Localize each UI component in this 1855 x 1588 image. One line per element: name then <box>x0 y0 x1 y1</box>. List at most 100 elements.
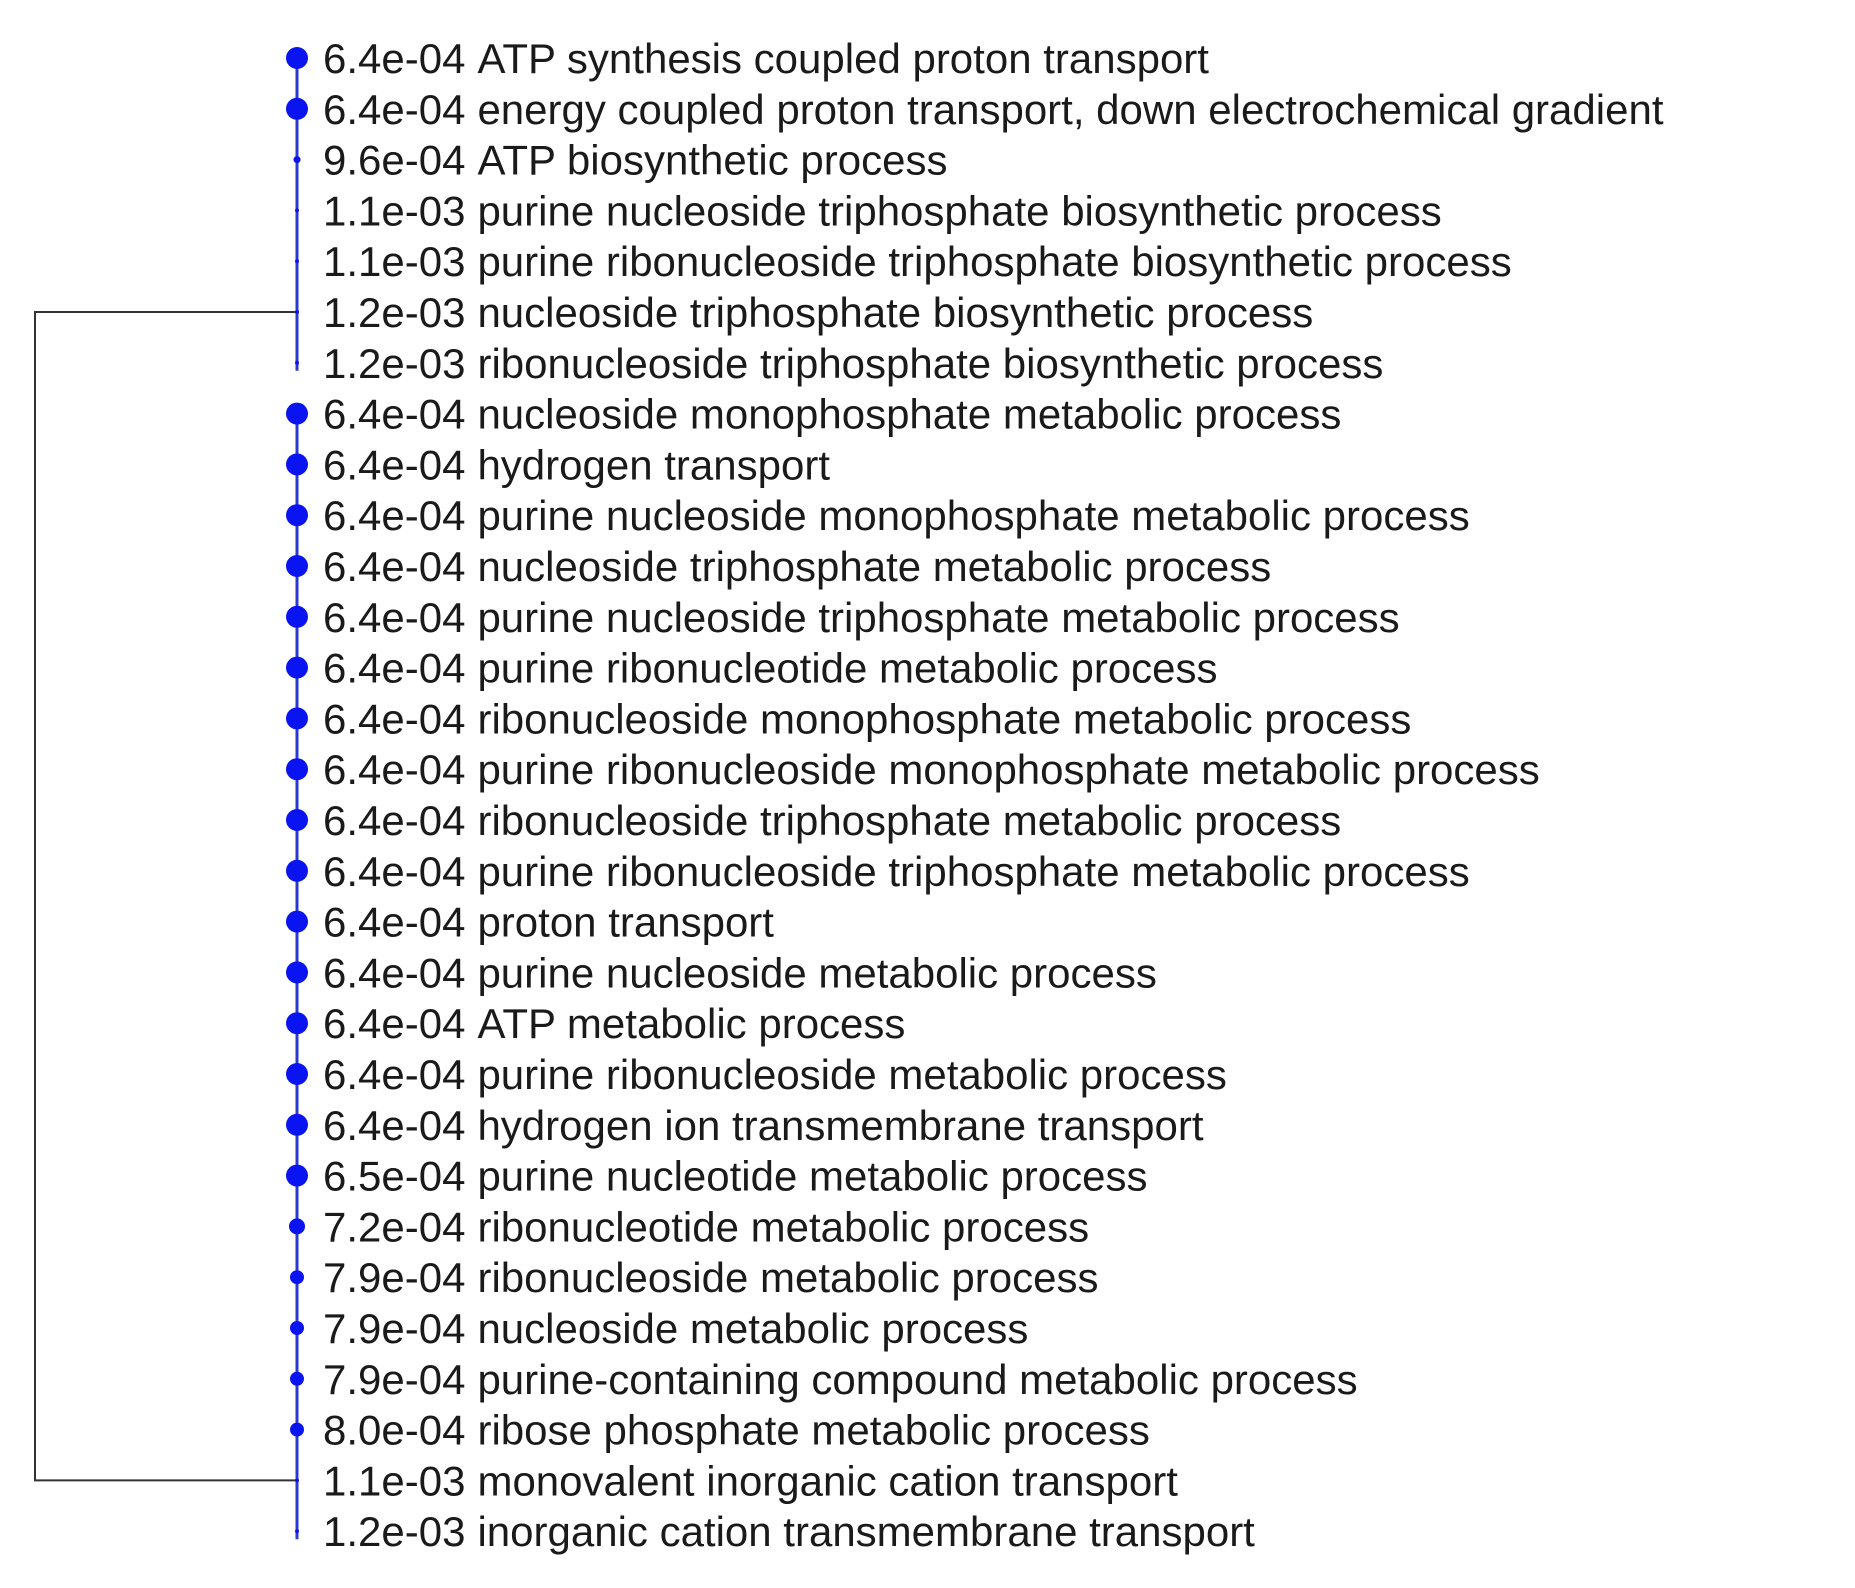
term-node <box>286 47 308 69</box>
term-node <box>286 1113 308 1136</box>
term-name: ATP biosynthetic process <box>477 137 947 184</box>
term-label: 6.4e-04 purine nucleoside triphosphate me… <box>323 594 1400 641</box>
term-name: ribonucleoside metabolic process <box>477 1254 1098 1301</box>
term-pvalue: 6.4e-04 <box>323 35 465 82</box>
term-pvalue: 6.4e-04 <box>323 441 465 488</box>
term-pvalue: 7.2e-04 <box>323 1203 465 1250</box>
term-name: nucleoside triphosphate biosynthetic pro… <box>477 289 1313 336</box>
term-node <box>286 605 308 628</box>
term-node <box>295 310 299 314</box>
term-label: 6.4e-04 purine nucleoside metabolic proce… <box>323 949 1157 996</box>
term-name: nucleoside monophosphate metabolic proce… <box>477 391 1341 438</box>
term-name: purine nucleoside triphosphate biosynthe… <box>477 187 1441 234</box>
term-label: 7.9e-04 purine-containing compound metabo… <box>323 1356 1358 1403</box>
term-pvalue: 6.5e-04 <box>323 1153 465 1200</box>
term-node <box>286 758 308 781</box>
term-pvalue: 6.4e-04 <box>323 949 465 996</box>
term-name: purine ribonucleotide metabolic process <box>477 645 1217 692</box>
term-pvalue: 6.4e-04 <box>323 899 465 946</box>
term-name: nucleoside metabolic process <box>477 1305 1028 1352</box>
dendrogram-branches <box>34 311 297 1482</box>
term-node <box>286 555 308 577</box>
term-label: 6.5e-04 purine nucleotide metabolic proce… <box>323 1153 1148 1200</box>
term-node <box>286 453 308 476</box>
term-pvalue: 1.1e-03 <box>323 238 465 285</box>
term-name: energy coupled proton transport, down el… <box>477 86 1663 133</box>
term-name: ribonucleoside triphosphate metabolic pr… <box>477 797 1341 844</box>
term-name: hydrogen ion transmembrane transport <box>477 1102 1203 1149</box>
term-name: purine ribonucleoside triphosphate biosy… <box>477 238 1511 285</box>
term-node <box>290 1371 304 1386</box>
term-node <box>286 1164 308 1187</box>
term-node <box>286 961 308 984</box>
term-node <box>286 97 308 120</box>
term-pvalue: 1.2e-03 <box>323 289 465 336</box>
dendrogram-join-branch <box>34 311 297 1482</box>
term-pvalue: 1.2e-03 <box>323 1508 465 1555</box>
term-name: purine-containing compound metabolic pro… <box>477 1356 1357 1403</box>
term-node <box>289 1218 305 1235</box>
term-node <box>286 859 308 882</box>
term-name: purine nucleoside triphosphate metabolic… <box>477 594 1399 641</box>
term-label: 1.1e-03 purine nucleoside triphosphate bi… <box>323 187 1442 234</box>
term-label: 6.4e-04 proton transport <box>323 899 774 946</box>
term-label: 6.4e-04 ribonucleoside monophosphate meta… <box>323 695 1411 742</box>
term-node <box>295 259 299 264</box>
term-pvalue: 6.4e-04 <box>323 391 465 438</box>
term-name: ribonucleoside triphosphate biosynthetic… <box>477 340 1383 387</box>
term-name: proton transport <box>477 899 774 946</box>
term-node <box>295 360 299 365</box>
term-name: ribonucleotide metabolic process <box>477 1203 1089 1250</box>
term-name: ATP synthesis coupled proton transport <box>477 35 1209 82</box>
term-name: ATP metabolic process <box>477 1000 905 1047</box>
term-node <box>293 156 301 164</box>
term-node <box>290 1321 304 1335</box>
term-label: 1.1e-03 purine ribonucleoside triphosphat… <box>323 238 1512 285</box>
term-label: 6.4e-04 hydrogen transport <box>323 441 830 488</box>
term-node <box>295 208 299 213</box>
term-name: purine nucleotide metabolic process <box>477 1153 1147 1200</box>
term-pvalue: 6.4e-04 <box>323 1051 465 1098</box>
term-pvalue: 6.4e-04 <box>323 492 465 539</box>
term-name: purine nucleoside metabolic process <box>477 949 1156 996</box>
term-label: 7.9e-04 nucleoside metabolic process <box>323 1305 1028 1352</box>
term-pvalue: 7.9e-04 <box>323 1305 465 1352</box>
term-name: ribonucleoside monophosphate metabolic p… <box>477 695 1411 742</box>
term-pvalue: 6.4e-04 <box>323 746 465 793</box>
term-pvalue: 6.4e-04 <box>323 848 465 895</box>
term-pvalue: 7.9e-04 <box>323 1356 465 1403</box>
term-node <box>286 504 308 527</box>
term-name: hydrogen transport <box>477 441 830 488</box>
term-label: 7.2e-04 ribonucleotide metabolic process <box>323 1203 1089 1250</box>
term-label: 1.1e-03 monovalent inorganic cation trans… <box>323 1457 1178 1504</box>
term-label: 6.4e-04 ATP metabolic process <box>323 1000 905 1047</box>
term-label: 6.4e-04 hydrogen ion transmembrane transp… <box>323 1102 1204 1149</box>
term-pvalue: 6.4e-04 <box>323 1000 465 1047</box>
term-label: 6.4e-04 ribonucleoside triphosphate metab… <box>323 797 1341 844</box>
term-label: 6.4e-04 purine ribonucleoside metabolic p… <box>323 1051 1227 1098</box>
term-name: monovalent inorganic cation transport <box>477 1457 1178 1504</box>
term-name: purine ribonucleoside monophosphate meta… <box>477 746 1539 793</box>
term-nodes <box>286 47 308 1534</box>
term-labels: 6.4e-04 ATP synthesis coupled proton tran… <box>323 35 1664 1555</box>
term-label: 6.4e-04 purine nucleoside monophosphate m… <box>323 492 1470 539</box>
term-pvalue: 6.4e-04 <box>323 1102 465 1149</box>
term-pvalue: 6.4e-04 <box>323 594 465 641</box>
term-node <box>286 402 308 425</box>
term-node <box>290 1270 304 1285</box>
term-name: purine nucleoside monophosphate metaboli… <box>477 492 1469 539</box>
term-pvalue: 6.4e-04 <box>323 695 465 742</box>
term-pvalue: 1.1e-03 <box>323 187 465 234</box>
term-node <box>286 1063 308 1085</box>
term-pvalue: 1.1e-03 <box>323 1457 465 1504</box>
term-node <box>295 1478 299 1483</box>
term-node <box>286 656 308 679</box>
term-pvalue: 6.4e-04 <box>323 797 465 844</box>
term-name: purine ribonucleoside metabolic process <box>477 1051 1226 1098</box>
